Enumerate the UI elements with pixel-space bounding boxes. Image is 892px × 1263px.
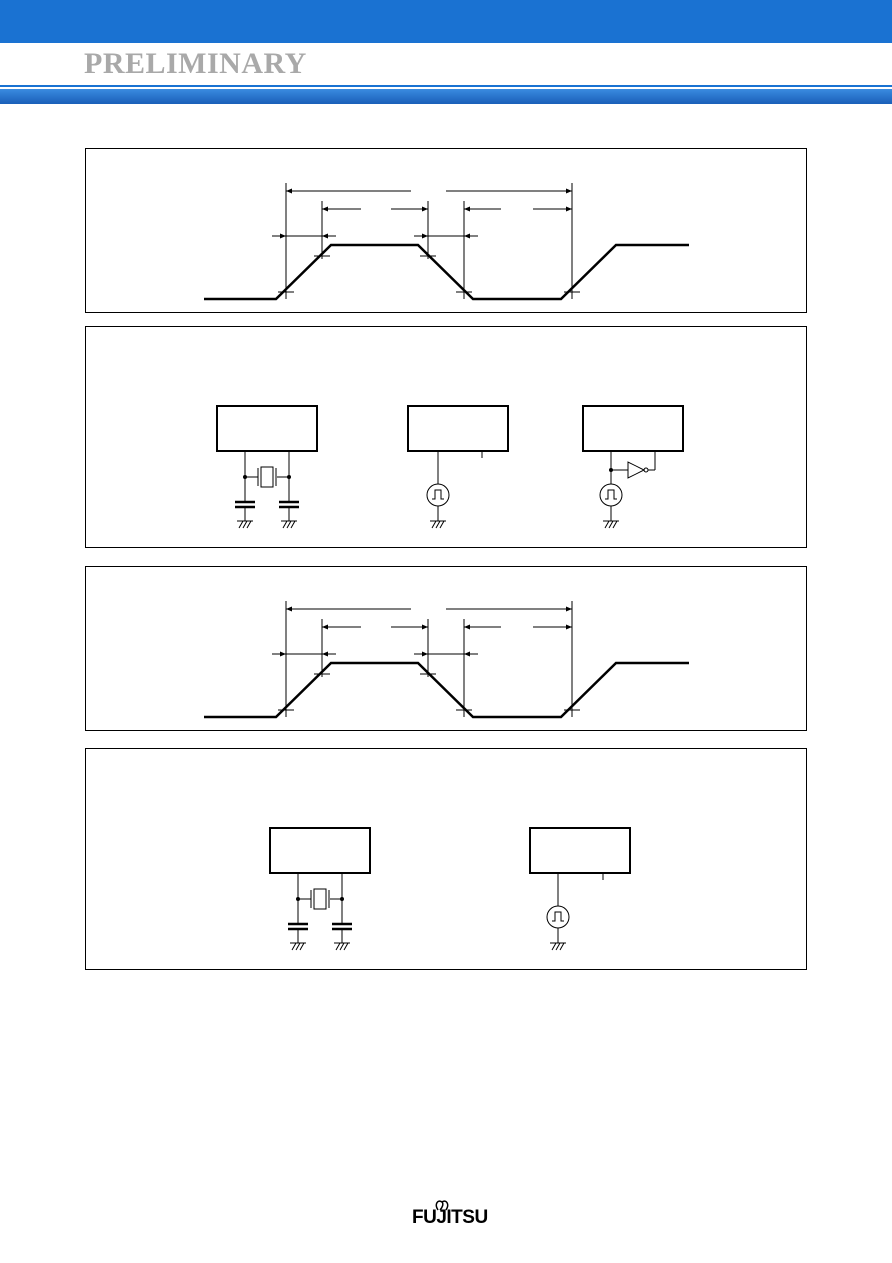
oscillator-connection-diagram-2: [269, 827, 631, 951]
crystal-oscillator-circuit: [216, 405, 318, 529]
oscillator-connection-diagram-1: [216, 405, 684, 529]
clock-waveform: [204, 243, 689, 301]
header-color-band: [0, 89, 892, 104]
header-rule: [0, 85, 892, 87]
preliminary-heading: PRELIMINARY: [84, 47, 307, 80]
top-color-band: [0, 0, 892, 43]
timing-waveform-diagram-1: [204, 183, 689, 301]
external-clock-circuit: [529, 827, 631, 951]
external-clock-circuit: [407, 405, 509, 529]
clock-waveform: [204, 661, 689, 719]
oscillator-connection-panel-2: [85, 748, 807, 970]
logo-loop-mark: [435, 1200, 449, 1211]
logo-wordmark: FUJITSU: [412, 1207, 488, 1228]
timing-waveform-diagram-2: [204, 601, 689, 719]
timing-waveform-panel-1: [85, 148, 807, 313]
external-clock-inverter-circuit: [582, 405, 684, 529]
timing-waveform-panel-2: [85, 566, 807, 731]
fujitsu-logo: FUJITSU: [412, 1198, 488, 1230]
crystal-oscillator-circuit: [269, 827, 371, 951]
oscillator-connection-panel-1: [85, 326, 807, 548]
